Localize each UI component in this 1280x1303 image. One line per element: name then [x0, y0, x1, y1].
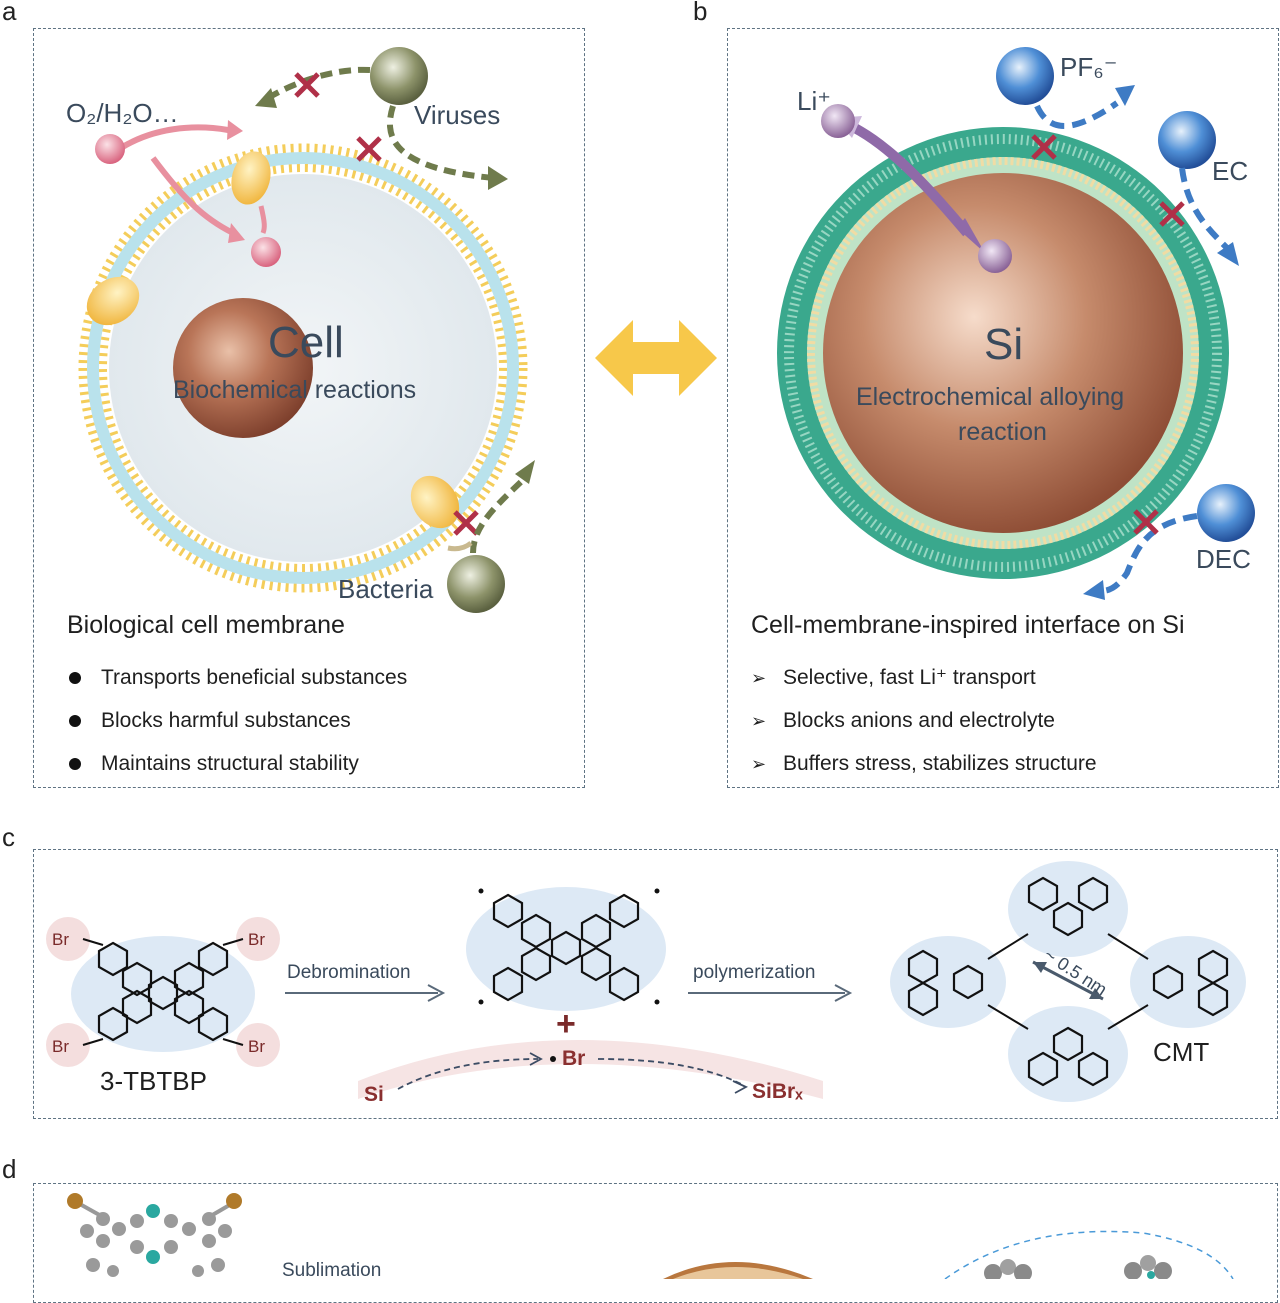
panel-d-letter: d: [2, 1154, 17, 1184]
cell-title: Cell: [268, 318, 344, 367]
panel-c-scheme: [46, 861, 1246, 1102]
blocked-marker: [294, 72, 479, 536]
membrane-protein: [86, 276, 140, 326]
cmt-cluster-right: [1124, 1255, 1172, 1279]
panel-a-title: Biological cell membrane: [67, 611, 345, 639]
label-o2-h2o: O₂/H₂O…: [66, 98, 179, 128]
label-dec: DEC: [1196, 544, 1251, 574]
br-label: Br: [52, 930, 69, 949]
si-subtitle-line1: Electrochemical alloying: [856, 383, 1125, 411]
panel-c-letter: c: [2, 822, 15, 852]
precursor-structure: [82, 938, 244, 1046]
panel-d-scheme: [67, 1193, 1234, 1279]
cell-outer-leaflet: [78, 143, 528, 593]
list-item: ➢Buffers stress, stabilizes structure: [751, 751, 1097, 775]
blocked-marker: [1031, 134, 1185, 535]
precursor-name: 3-TBTBP: [100, 1066, 207, 1096]
cell-subtitle: Biochemical reactions: [173, 376, 417, 404]
cmt-cluster-left: [984, 1259, 1032, 1279]
cell-nucleus: [173, 298, 313, 438]
label-bacteria: Bacteria: [338, 574, 434, 604]
ball-stick-molecule: [67, 1193, 242, 1277]
membrane-protein: [410, 475, 460, 529]
panel-b-bullets: ➢Selective, fast Li⁺ transport ➢Blocks a…: [751, 656, 1097, 785]
li-ion-inside: [978, 239, 1012, 273]
pf6-anion: [996, 47, 1054, 105]
panel-b-illustration: [777, 47, 1255, 600]
li-ion: [821, 104, 855, 138]
bacteria-particle: [447, 555, 505, 613]
o2-molecule: [95, 134, 125, 164]
virus-particle: [370, 47, 428, 105]
list-item: Maintains structural stability: [67, 742, 407, 785]
label-pf6: PF₆⁻: [1060, 52, 1118, 82]
analogy-double-arrow: [595, 320, 717, 396]
dec-molecule: [1197, 484, 1255, 542]
cell-inner-leaflet: [99, 164, 507, 572]
list-item: ➢Blocks anions and electrolyte: [751, 708, 1055, 732]
sibrx-product: SiBrₓ: [752, 1080, 803, 1103]
br-label: Br: [52, 1037, 69, 1056]
si-core: [823, 173, 1183, 533]
br-label: Br: [248, 930, 265, 949]
interface-texture: [784, 134, 1222, 572]
interface-texture-inner: [807, 157, 1199, 549]
step-debromination: Debromination: [287, 962, 411, 983]
panel-a-letter: a: [2, 0, 17, 26]
o2-molecule-inside: [251, 237, 281, 267]
panel-b-box: [727, 28, 1279, 788]
si-title: Si: [984, 320, 1024, 369]
intermediate-structure: [478, 888, 660, 1005]
panel-b-title: Cell-membrane-inspired interface on Si: [751, 611, 1185, 639]
ec-molecule: [1158, 111, 1216, 169]
product-name: CMT: [1153, 1037, 1210, 1067]
panel-b-letter: b: [693, 0, 708, 26]
label-viruses: Viruses: [414, 100, 501, 130]
panel-c-box: [33, 849, 1278, 1119]
panel-a-illustration: [78, 47, 535, 613]
panel-a-box: [33, 28, 585, 788]
list-item: Blocks harmful substances: [67, 699, 407, 742]
si-reactant: Si: [364, 1083, 384, 1106]
list-item: Transports beneficial substances: [67, 656, 407, 699]
membrane-protein: [231, 151, 271, 205]
panel-a-bullets: Transports beneficial substances Blocks …: [67, 656, 407, 785]
cell-membrane-band: [87, 152, 519, 584]
list-item: ➢Selective, fast Li⁺ transport: [751, 665, 1036, 689]
plus-sign: +: [556, 1005, 576, 1043]
label-li-ion: Li⁺: [797, 86, 831, 116]
br-radical: Br: [562, 1047, 586, 1070]
cmt-network: [890, 861, 1246, 1102]
step-polymerization: polymerization: [693, 962, 816, 983]
br-label: Br: [248, 1037, 265, 1056]
label-ec: EC: [1212, 156, 1249, 186]
step-sublimation: Sublimation: [282, 1260, 382, 1281]
si-subtitle-line2: reaction: [958, 418, 1047, 446]
